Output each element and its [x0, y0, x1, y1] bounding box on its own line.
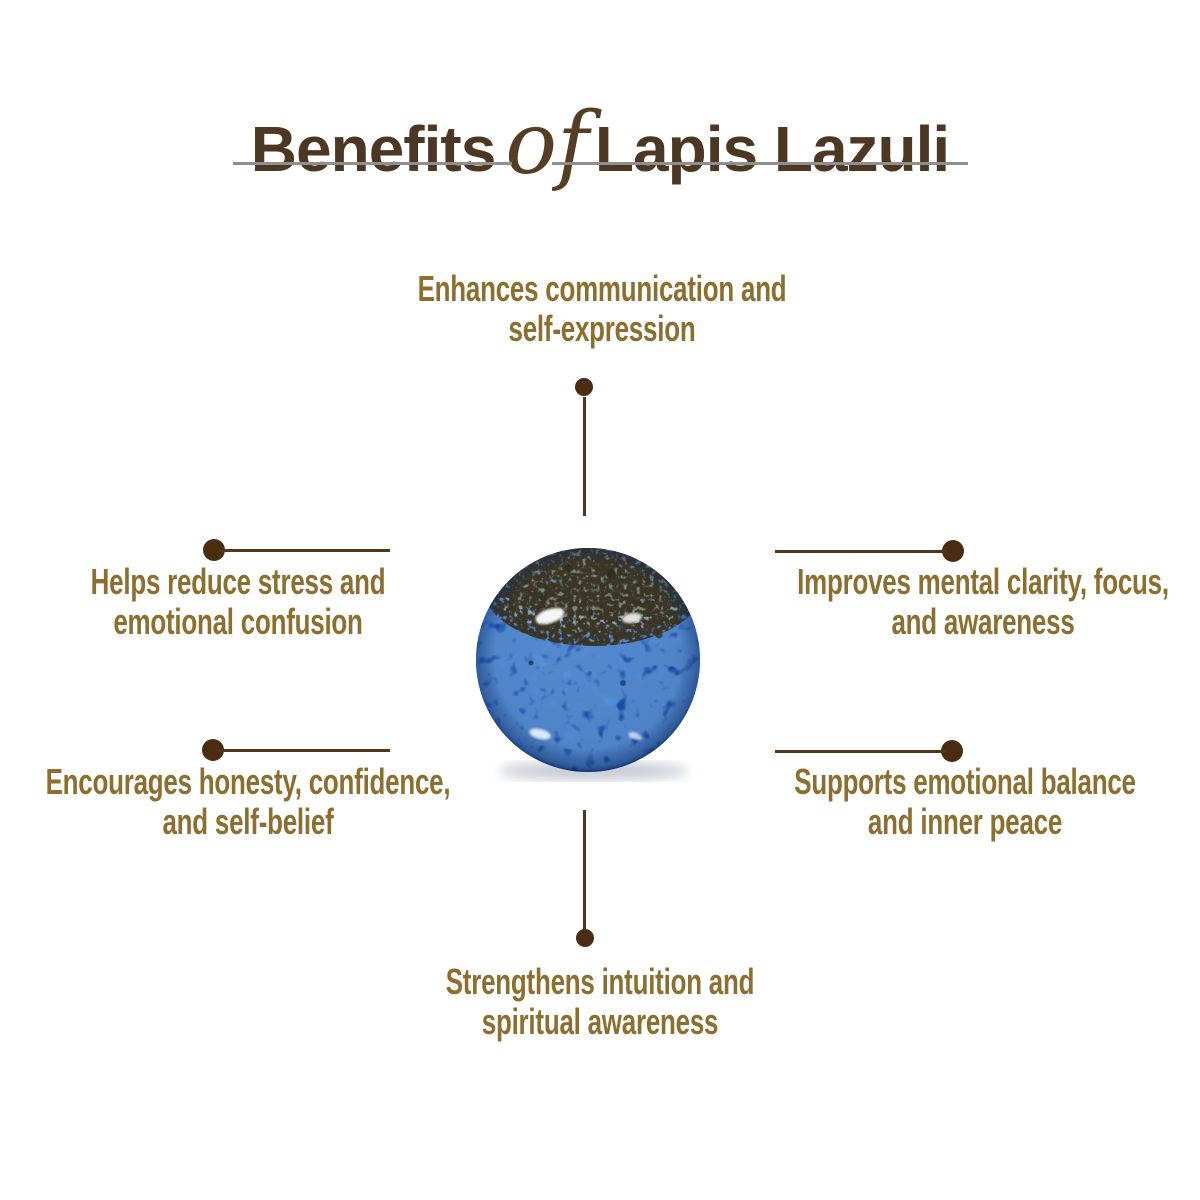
- lapis-lazuli-stone-graphic: [476, 548, 700, 780]
- connector-line-right-lower: [775, 750, 946, 753]
- connector-dot-right-lower: [941, 740, 963, 762]
- connector-line-left-lower: [218, 749, 390, 752]
- connector-line-right-upper: [775, 550, 947, 553]
- connector-dot-right-upper: [942, 540, 964, 562]
- benefit-label-bottom: Strengthens intuition and spiritual awar…: [445, 961, 755, 1043]
- benefit-label-top: Enhances communication and self-expressi…: [417, 268, 787, 350]
- connector-dot-left-upper: [203, 539, 225, 561]
- title-script-of: of: [505, 94, 589, 194]
- title-underline-left: [233, 162, 512, 165]
- title-underline-right: [552, 162, 968, 165]
- stone-texture: [476, 548, 700, 772]
- lapis-lazuli-stone: [473, 543, 703, 783]
- benefit-label-right-lower: Supports emotional balance and inner pea…: [794, 761, 1136, 843]
- title-word-benefits: Benefits: [250, 113, 496, 185]
- connector-dot-left-lower: [202, 739, 224, 761]
- title-word-lapis-lazuli: Lapis Lazuli: [594, 113, 950, 185]
- benefit-label-left-lower: Encourages honesty, confidence, and self…: [45, 761, 451, 843]
- connector-line-bottom: [583, 810, 586, 930]
- benefit-label-left-upper: Helps reduce stress and emotional confus…: [90, 561, 386, 643]
- connector-dot-bottom: [576, 929, 594, 947]
- connector-line-top: [583, 397, 586, 516]
- benefit-label-right-upper: Improves mental clarity, focus, and awar…: [797, 561, 1169, 643]
- page-title: Benefits of Lapis Lazuli: [0, 94, 1200, 194]
- connector-line-left-upper: [219, 549, 390, 552]
- connector-dot-top: [575, 378, 593, 396]
